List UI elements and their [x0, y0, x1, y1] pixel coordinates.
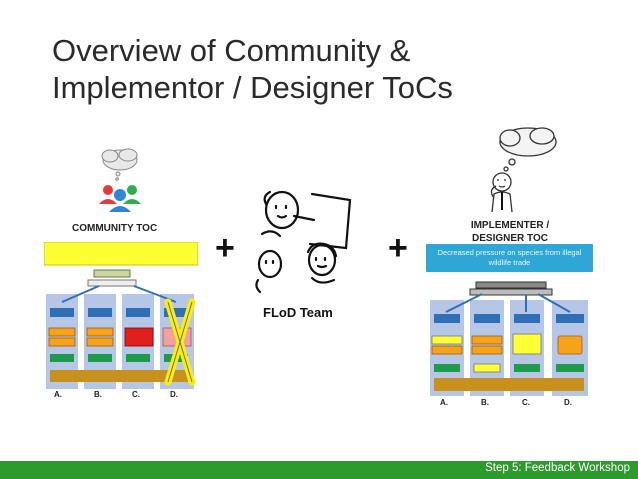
implementer-toc-diagram [430, 281, 588, 396]
implementer-col-d: D. [564, 398, 572, 407]
community-toc-diagram [44, 242, 198, 389]
community-col-d: D. [170, 390, 178, 399]
slide-title: Overview of Community & Implementor / De… [52, 32, 632, 106]
implementer-goal-box: Decreased pressure on species from illeg… [426, 244, 593, 272]
flod-team-label: FLoD Team [263, 305, 333, 320]
implementer-toc-label: IMPLEMENTER / DESIGNER TOC [450, 220, 570, 244]
community-people-icon [99, 148, 141, 212]
implementer-column-labels: A. B. C. D. [426, 398, 594, 412]
community-col-a: A. [54, 390, 62, 399]
flod-team-sketch-icon [255, 190, 352, 294]
footer-step-label: Step 5: Feedback Workshop [485, 462, 630, 474]
community-col-c: C. [132, 390, 140, 399]
plus-sign-right: + [388, 229, 408, 267]
title-line-2: Implementor / Designer ToCs [52, 70, 453, 105]
implementer-col-b: B. [481, 398, 489, 407]
community-column-labels: A. B. C. D. [44, 390, 198, 404]
footer-bar [0, 461, 638, 479]
implementer-col-a: A. [440, 398, 448, 407]
implementer-label-line-2: DESIGNER TOC [472, 233, 548, 244]
implementer-label-line-1: IMPLEMENTER / [470, 220, 550, 231]
community-col-b: B. [94, 390, 102, 399]
title-line-1: Overview of Community & [52, 33, 411, 68]
community-toc-label: COMMUNITY TOC [72, 223, 158, 234]
implementer-col-c: C. [522, 398, 530, 407]
plus-sign-left: + [215, 229, 235, 267]
implementer-thinking-person-icon [490, 127, 557, 213]
